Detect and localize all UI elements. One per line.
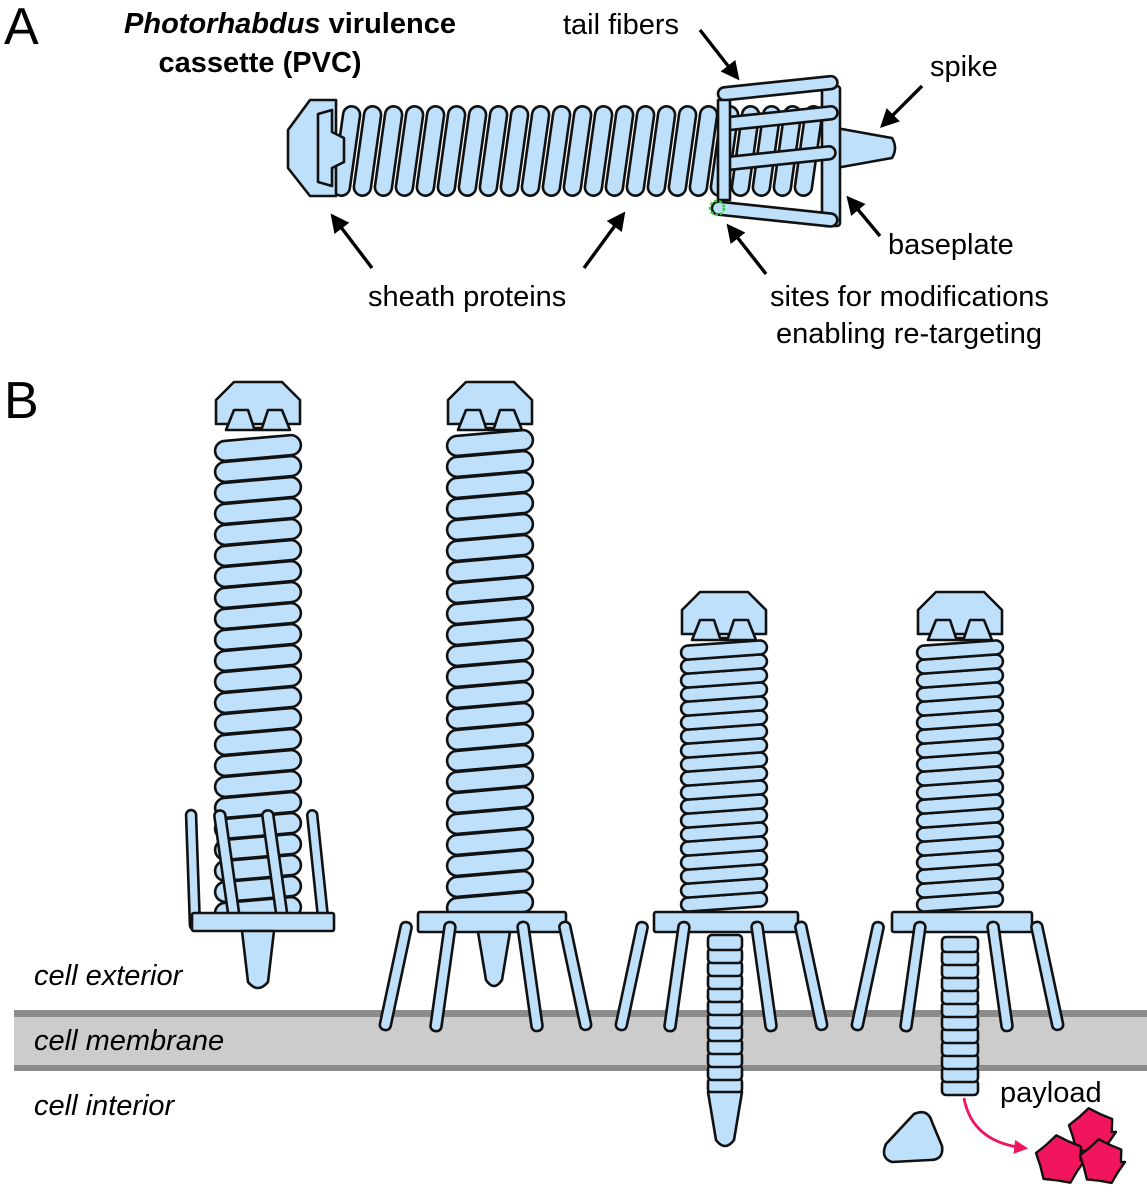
label-cell-exterior: cell exterior	[34, 960, 184, 992]
sheath-ring	[562, 105, 593, 197]
cap	[286, 98, 346, 198]
pvc-horizontal	[286, 74, 897, 228]
payload-arrow	[962, 1097, 1029, 1154]
spike	[240, 929, 276, 990]
cap	[916, 590, 1004, 636]
pvc-attached	[378, 380, 593, 1033]
pvc-payload-delivered	[850, 590, 1065, 1164]
sheath-ring	[646, 105, 677, 197]
cap-teeth	[690, 618, 758, 642]
tail-fibers-extended	[614, 920, 829, 1033]
cap-teeth	[456, 408, 524, 432]
sheath-ring	[667, 105, 698, 197]
sheath-ring	[604, 105, 635, 197]
sheath-ring	[394, 105, 425, 197]
baseplate	[190, 911, 336, 933]
label-sites-line2: enabling re-targeting	[776, 318, 1042, 350]
sheath-ring	[625, 105, 656, 197]
spike	[476, 930, 512, 988]
inner-tube	[940, 935, 980, 1097]
sheath-rings	[331, 105, 824, 197]
modification-site-marker	[708, 199, 726, 217]
label-cell-interior: cell interior	[34, 1090, 176, 1122]
payload-particle	[1034, 1134, 1087, 1184]
spike	[706, 1090, 744, 1148]
label-tail-fibers: tail fibers	[563, 9, 679, 41]
tail-fibers-extended	[850, 920, 1065, 1033]
sheath-ring	[679, 639, 769, 661]
sheath-rings	[213, 433, 303, 925]
sheath-ring	[541, 105, 572, 197]
label-cell-membrane: cell membrane	[34, 1025, 224, 1057]
label-sites-line1: sites for modifications	[770, 281, 1049, 313]
panel-label-b: B	[4, 372, 39, 430]
arrow-sheath-left	[330, 213, 374, 270]
figure-title-line2: cassette (PVC)	[158, 47, 361, 79]
sheath-ring	[688, 105, 719, 197]
tail-fibers-retracted	[184, 808, 331, 932]
label-payload: payload	[1000, 1077, 1102, 1109]
sheath-ring	[520, 105, 551, 197]
payload-particle	[1078, 1138, 1127, 1185]
arrow-spike	[880, 84, 924, 128]
callout-arrows	[330, 28, 924, 276]
label-sheath-proteins: sheath proteins	[368, 281, 566, 313]
panel-label-a: A	[4, 0, 39, 56]
sheath-ring	[583, 105, 614, 197]
tube-segment	[706, 933, 744, 952]
cap	[214, 380, 302, 426]
label-baseplate: baseplate	[888, 229, 1014, 261]
pvc-free	[184, 380, 336, 990]
sheath-rings	[915, 639, 1005, 913]
sheath-rings	[445, 428, 535, 920]
sheath-ring	[415, 105, 446, 197]
sheath-ring	[478, 105, 509, 197]
sheath-ring	[445, 428, 535, 458]
sheath-ring	[373, 105, 404, 197]
tail-fibers-extended	[378, 920, 593, 1033]
figure-title-line1: Photorhabdus virulence	[124, 8, 456, 40]
cap-teeth	[926, 618, 994, 642]
payload-particles	[1034, 1107, 1127, 1185]
sheath-ring	[352, 105, 383, 197]
baseplate	[416, 910, 568, 934]
sheath-rings	[679, 639, 769, 913]
arrow-baseplate	[846, 195, 882, 238]
arrow-sheath-right	[582, 211, 626, 270]
pvc-contracted-penetrating	[614, 590, 829, 1148]
arrow-tail-fibers	[698, 28, 740, 81]
inner-tube	[706, 933, 744, 1095]
arrow-modification-sites	[726, 223, 768, 276]
label-spike: spike	[930, 51, 998, 83]
sheath-ring	[915, 639, 1005, 661]
sheath-ring	[436, 105, 467, 197]
tail-fibers	[710, 74, 839, 228]
released-spike	[882, 1110, 944, 1164]
sheath-ring	[213, 433, 303, 463]
baseplate	[652, 910, 800, 934]
cap	[680, 590, 768, 636]
cap-teeth	[224, 408, 292, 432]
sheath-ring	[499, 105, 530, 197]
sheath-ring	[457, 105, 488, 197]
spike	[834, 126, 897, 170]
tube-segment	[940, 935, 980, 954]
cap	[446, 380, 534, 426]
